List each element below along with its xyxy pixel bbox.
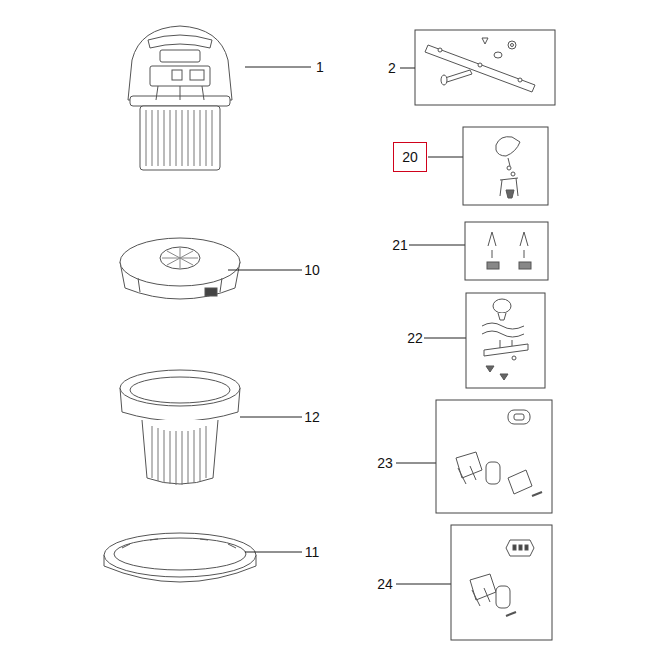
motor-head	[128, 26, 232, 170]
callout-number: 12	[304, 410, 320, 424]
highlight-box: 20	[393, 142, 427, 172]
callout-number: 2	[388, 61, 396, 75]
lid	[120, 238, 240, 299]
callout-number: 20	[402, 150, 418, 164]
callout-number: 11	[305, 545, 320, 559]
callout-number: 21	[392, 238, 408, 252]
callout-number: 23	[377, 456, 393, 470]
callout-number: 1	[316, 60, 324, 74]
callout-number: 24	[377, 577, 393, 591]
callout-number: 10	[304, 263, 320, 277]
callout-number: 22	[407, 331, 423, 345]
basket	[120, 370, 240, 485]
ring	[104, 533, 256, 582]
